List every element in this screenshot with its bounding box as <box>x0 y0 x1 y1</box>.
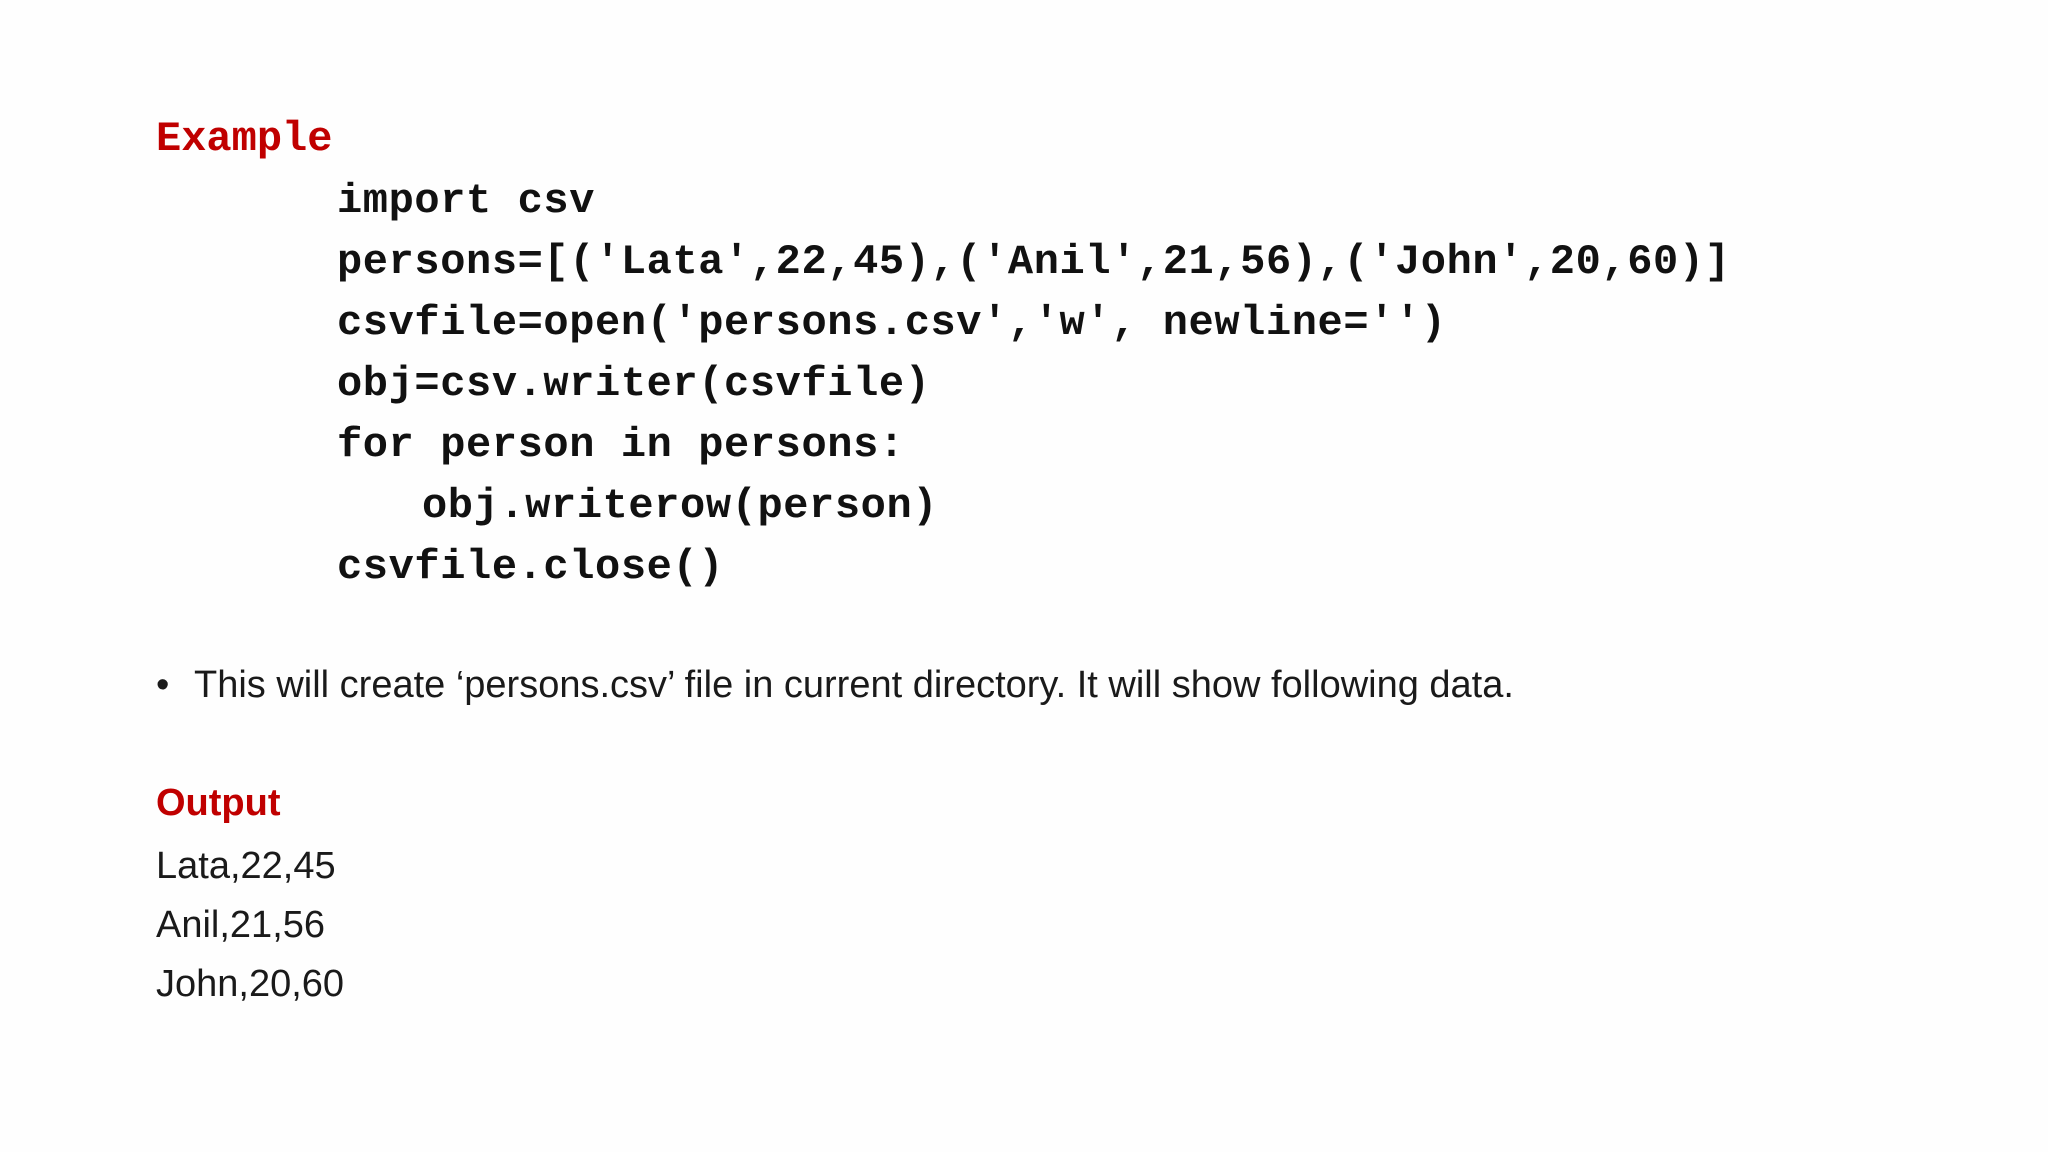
example-heading: Example <box>156 115 333 163</box>
code-block: import csv persons=[('Lata',22,45),('Ani… <box>337 171 1730 598</box>
output-line: Lata,22,45 <box>156 845 336 887</box>
bullet-item: • This will create ‘persons.csv’ file in… <box>156 660 1514 710</box>
code-line: csvfile.close() <box>337 543 725 591</box>
code-line: csvfile=open('persons.csv','w', newline=… <box>337 299 1447 347</box>
output-line: Anil,21,56 <box>156 904 326 946</box>
code-line: import csv <box>337 177 596 225</box>
code-line: obj=csv.writer(csvfile) <box>337 360 931 408</box>
output-line: John,20,60 <box>156 963 345 1005</box>
bullet-marker: • <box>156 664 170 706</box>
output-heading: Output <box>156 782 281 824</box>
code-line-indented: obj.writerow(person) <box>422 482 939 530</box>
output-list: Lata,22,45 Anil,21,56 John,20,60 <box>156 837 344 1014</box>
code-line: persons=[('Lata',22,45),('Anil',21,56),(… <box>337 238 1731 286</box>
bullet-text: This will create ‘persons.csv’ file in c… <box>194 664 1514 706</box>
code-line: for person in persons: <box>337 421 905 469</box>
